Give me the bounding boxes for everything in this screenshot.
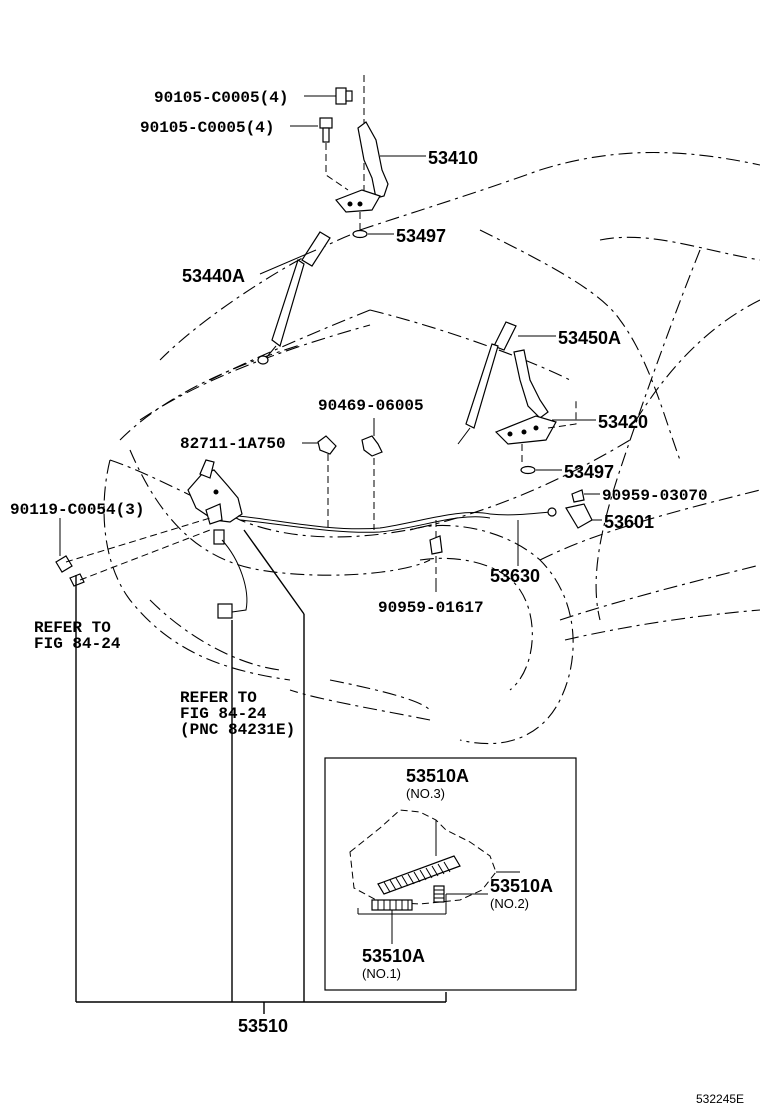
label-refer-mid-2: FIG 84-24 (180, 705, 267, 723)
label-washer-right: 53497 (564, 462, 614, 482)
label-inset-no2-part: 53510A (490, 876, 553, 896)
label-hinge-right: 53420 (598, 412, 648, 432)
clip-90959-a-icon (571, 489, 600, 503)
label-clip-90959-b: 90959-01617 (378, 599, 484, 617)
label-support-right: 53450A (558, 328, 621, 348)
label-refer-mid-3: (PNC 84231E) (180, 721, 295, 739)
label-inset-no3-sub: (NO.3) (406, 786, 445, 801)
hinge-53410-icon (335, 121, 426, 213)
label-inset-no3-part: 53510A (406, 766, 469, 786)
label-assembly: 53510 (238, 1016, 288, 1036)
spring-no3-icon (377, 820, 461, 895)
washer-53497-upper-icon (352, 212, 394, 239)
lever-53601-icon (547, 503, 602, 529)
label-lever: 53601 (604, 512, 654, 532)
hood-support-right-icon (457, 321, 556, 445)
hood-lock-icon (187, 459, 551, 619)
label-inset-no1-part: 53510A (362, 946, 425, 966)
clip-90469-icon (361, 418, 383, 530)
label-refer-mid-1: REFER TO (180, 689, 257, 707)
bolt-lower-icon (290, 117, 333, 143)
washer-53497-right-icon (520, 465, 562, 475)
hinge-53420-icon (494, 349, 596, 462)
label-clip-82711: 82711-1A750 (180, 435, 286, 453)
inset-box (324, 757, 577, 991)
spring-no1-icon (357, 899, 446, 944)
label-support-left: 53440A (182, 266, 245, 286)
label-refer-left-2: FIG 84-24 (34, 635, 121, 653)
label-cable: 53630 (490, 566, 540, 586)
label-washer-upper: 53497 (396, 226, 446, 246)
hood-support-left-icon (257, 231, 331, 365)
vehicle-outline (103, 151, 760, 745)
clip-82711-icon (302, 435, 337, 530)
label-bolt-lower: 90105-C0005(4) (140, 119, 274, 137)
bolt-90119-icon (55, 517, 211, 587)
label-bolt-upper: 90105-C0005(4) (154, 89, 288, 107)
spring-no2-icon (433, 885, 488, 914)
clip-90959-b-icon (429, 520, 443, 592)
label-clip-90469: 90469-06005 (318, 397, 424, 415)
bolt-upper-icon (304, 87, 353, 105)
figure-code: 532245E (696, 1092, 744, 1106)
label-inset-no1-sub: (NO.1) (362, 966, 401, 981)
label-refer-left-1: REFER TO (34, 619, 111, 637)
assembly-bracket (75, 529, 447, 1014)
label-hinge: 53410 (428, 148, 478, 168)
label-bolt-90119: 90119-C0054(3) (10, 501, 144, 519)
label-clip-90959-a: 90959-03070 (602, 487, 708, 505)
label-inset-no2-sub: (NO.2) (490, 896, 529, 911)
